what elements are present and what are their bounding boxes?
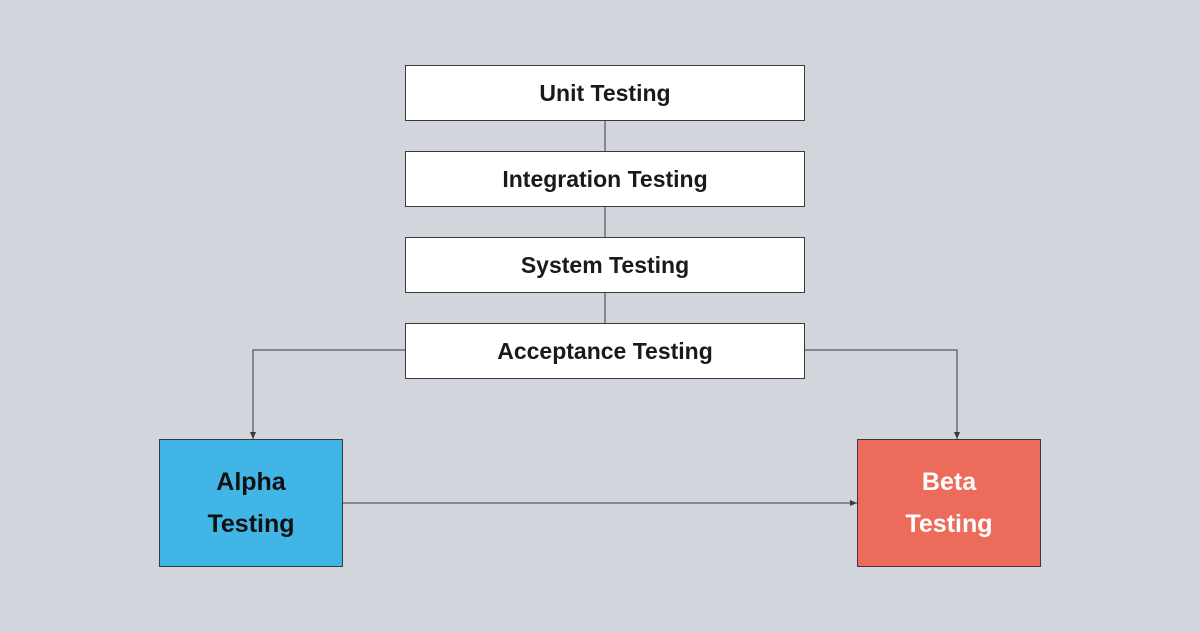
system-testing-label: System Testing bbox=[520, 251, 690, 278]
alpha-testing-label: Alpha Testing bbox=[207, 468, 295, 538]
acceptance-testing-label: Acceptance Testing bbox=[497, 337, 713, 364]
integration-testing-box: Integration Testing bbox=[405, 151, 805, 207]
system-testing-box: System Testing bbox=[405, 237, 805, 293]
unit-testing-box: Unit Testing bbox=[405, 65, 805, 121]
integration-testing-label: Integration Testing bbox=[502, 165, 708, 192]
arrow-acceptance-to-alpha bbox=[250, 349, 405, 439]
alpha-testing-box: Alpha Testing bbox=[159, 439, 343, 567]
acceptance-testing-box: Acceptance Testing bbox=[405, 323, 805, 379]
beta-testing-label: Beta Testing bbox=[905, 468, 993, 538]
unit-testing-label: Unit Testing bbox=[539, 79, 671, 106]
beta-testing-box: Beta Testing bbox=[857, 439, 1041, 567]
arrow-acceptance-to-beta bbox=[805, 349, 960, 439]
